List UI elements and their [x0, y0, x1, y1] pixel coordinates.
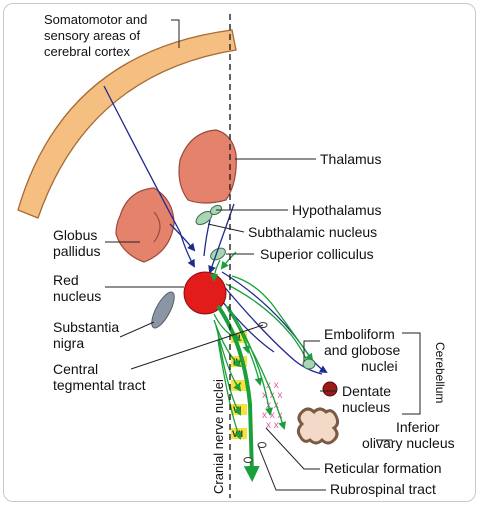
inferior-olivary-nucleus [296, 407, 340, 445]
red-nucleus-label-line1: Red [53, 272, 79, 288]
rubrospinal-label: Rubrospinal tract [330, 481, 436, 497]
diagram-frame: x x x x x x x x x x x x III IV V VI VII [3, 3, 476, 502]
dentate-label-line2: nucleus [342, 399, 390, 415]
cortex-label-line3: cerebral cortex [44, 44, 130, 59]
hypothalamus-label: Hypothalamus [292, 202, 382, 218]
central-tegmental-label-line2: tegmental tract [53, 377, 146, 393]
reticular-formation-marks: x x x x x x x x x x x x [262, 380, 283, 431]
substantia-nigra [151, 291, 175, 329]
reticular-label: Reticular formation [324, 460, 442, 476]
red-nucleus [183, 271, 227, 315]
inferior-olivary-label-line2: olivary nucleus [362, 435, 455, 451]
inferior-olivary-label-line1: Inferior [396, 419, 440, 435]
substantia-label-line1: Substantia [53, 319, 119, 335]
thalamus [178, 129, 237, 204]
cerebral-cortex [17, 29, 237, 219]
leader-lines [105, 19, 421, 491]
svg-text:x x: x x [266, 420, 279, 431]
cortex-label-line1: Somatomotor and [44, 12, 147, 27]
globus-label-line2: pallidus [53, 243, 100, 259]
cerebellum-label: Cerebellum [433, 342, 447, 403]
subthalamic-label: Subthalamic nucleus [248, 224, 377, 240]
superior-colliculus [210, 247, 226, 261]
emboliform-label-line1: Emboliform [324, 326, 395, 342]
red-nucleus-label-line2: nucleus [53, 288, 101, 304]
globus-pallidus [115, 187, 175, 263]
dentate-label-line1: Dentate [342, 383, 391, 399]
superior-colliculus-label: Superior colliculus [260, 246, 374, 262]
cortex-label-line2: sensory areas of [44, 28, 140, 43]
globus-inner-divider [153, 211, 161, 243]
dentate-nucleus [322, 381, 338, 397]
substantia-label-line2: nigra [53, 335, 84, 351]
svg-text:x x: x x [266, 380, 279, 391]
central-tegmental-label-line1: Central [53, 361, 98, 377]
cranial-nerve-nuclei-label: Cranial nerve nuclei [211, 379, 226, 494]
thalamus-label: Thalamus [320, 151, 381, 167]
globus-label-line1: Globus [53, 227, 97, 243]
emboliform-label-line3: nuclei [361, 358, 398, 374]
green-tracts [210, 251, 314, 440]
svg-text:x x: x x [266, 400, 279, 411]
rubrospinal-pathway-diagram: x x x x x x x x x x x x III IV V VI VII [17, 12, 455, 498]
emboliform-globose-nuclei [302, 358, 316, 370]
emboliform-label-line2: and globose [324, 342, 401, 358]
rubrospinal-marker [243, 457, 253, 463]
rubrospinal-tract [216, 304, 260, 482]
